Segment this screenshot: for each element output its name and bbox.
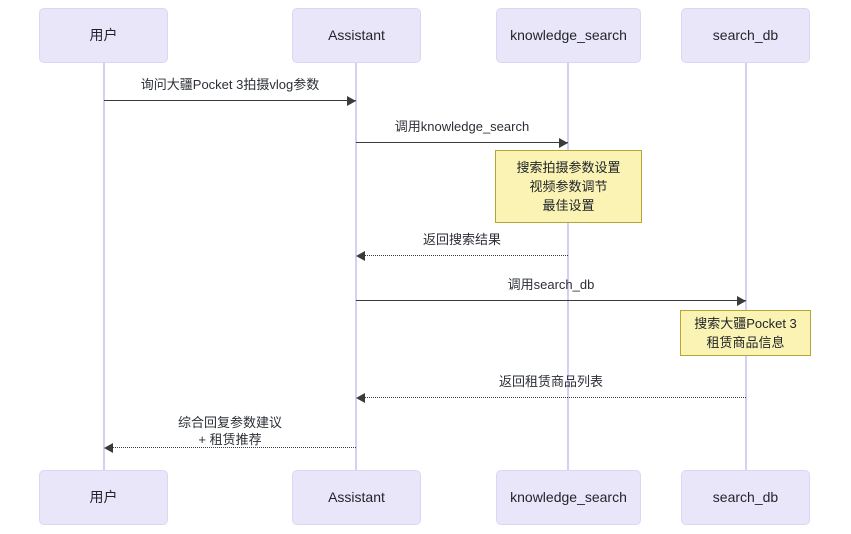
message-line-m6 [107, 447, 356, 448]
lifeline-user [103, 63, 105, 470]
message-line-m5 [359, 397, 746, 398]
participant-assistant-top[interactable]: Assistant [292, 8, 421, 63]
participant-search-db-top-label: search_db [712, 27, 779, 44]
participant-search-db-bottom-label: search_db [712, 489, 779, 506]
participant-knowledge-search-bottom[interactable]: knowledge_search [496, 470, 641, 525]
participant-knowledge-search-top-label: knowledge_search [510, 27, 627, 44]
lifeline-assistant [355, 63, 357, 470]
participant-user-top[interactable]: 用户 [39, 8, 168, 63]
participant-assistant-bottom-label: Assistant [328, 489, 385, 506]
participant-search-db-bottom[interactable]: search_db [681, 470, 810, 525]
message-arrowhead-m5 [356, 393, 365, 403]
participant-user-bottom[interactable]: 用户 [39, 470, 168, 525]
message-arrowhead-m4 [737, 296, 746, 306]
message-label-m1: 询问大疆Pocket 3拍摄vlog参数 [140, 77, 320, 92]
message-label-m2: 调用knowledge_search [394, 119, 530, 134]
message-line-m4 [356, 300, 746, 301]
message-label-m6: 综合回复参数建议 + 租赁推荐 [177, 415, 282, 447]
message-arrowhead-m3 [356, 251, 365, 261]
note-over-knowledge-search: 搜索拍摄参数设置 视频参数调节 最佳设置 [495, 150, 642, 223]
participant-search-db-top[interactable]: search_db [681, 8, 810, 63]
message-line-m3 [359, 255, 568, 256]
participant-knowledge-search-top[interactable]: knowledge_search [496, 8, 641, 63]
participant-knowledge-search-bottom-label: knowledge_search [510, 489, 627, 506]
message-label-m3: 返回搜索结果 [422, 232, 501, 247]
lifeline-knowledge-search [567, 63, 569, 470]
message-arrowhead-m6 [104, 443, 113, 453]
message-label-m5: 返回租赁商品列表 [498, 374, 603, 389]
lifeline-search-db [745, 63, 747, 470]
participant-assistant-bottom[interactable]: Assistant [292, 470, 421, 525]
message-arrowhead-m2 [559, 138, 568, 148]
message-line-m2 [356, 142, 568, 143]
participant-assistant-top-label: Assistant [328, 27, 385, 44]
message-label-m4: 调用search_db [507, 277, 595, 292]
note-over-search-db: 搜索大疆Pocket 3 租赁商品信息 [680, 310, 811, 356]
message-arrowhead-m1 [347, 96, 356, 106]
participant-user-bottom-label: 用户 [89, 489, 118, 506]
participant-user-top-label: 用户 [89, 27, 118, 44]
message-line-m1 [104, 100, 356, 101]
